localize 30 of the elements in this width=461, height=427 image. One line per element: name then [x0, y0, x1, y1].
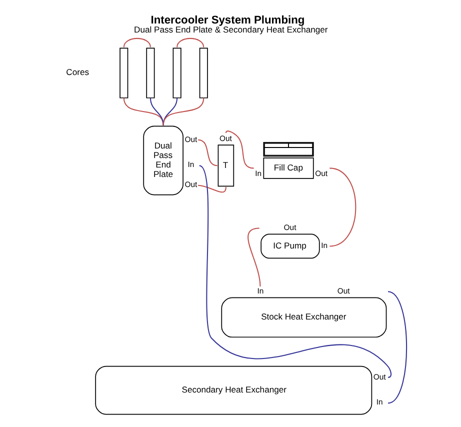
node-label: Out	[337, 286, 350, 296]
connector	[199, 165, 392, 378]
connector	[225, 130, 254, 169]
connector	[198, 184, 226, 193]
connector	[162, 98, 204, 126]
connector	[248, 228, 261, 287]
connector	[330, 168, 356, 247]
label: Cores	[66, 67, 90, 78]
diagram-title: Intercooler System Plumbing	[150, 14, 305, 26]
node-label: Out	[373, 372, 386, 382]
node-bar	[146, 48, 155, 98]
connector	[123, 98, 164, 126]
connector	[388, 291, 408, 404]
node-label: In	[321, 241, 328, 250]
node-label: In	[376, 398, 383, 407]
node-bar	[120, 48, 128, 98]
node-label: Out	[184, 180, 198, 190]
node-label: Out	[315, 169, 328, 178]
connector	[198, 139, 218, 166]
node-bar	[199, 48, 208, 98]
node-label: Out	[284, 223, 296, 232]
connector	[123, 38, 151, 48]
connector	[176, 38, 204, 48]
node-label: Out	[219, 134, 232, 143]
connector	[150, 98, 164, 126]
node-label: In	[188, 160, 194, 170]
node-label: Out	[184, 135, 198, 144]
node-bar	[172, 48, 182, 98]
node-label: In	[255, 169, 262, 178]
node-label: In	[257, 286, 264, 296]
